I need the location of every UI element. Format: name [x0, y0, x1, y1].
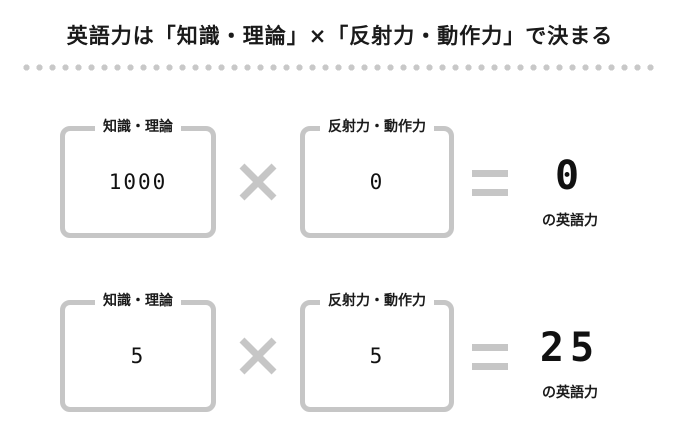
reflex-label: 反射力・動作力	[320, 290, 434, 310]
knowledge-value: 5	[130, 344, 146, 368]
knowledge-box: 知識・理論 5	[60, 290, 216, 412]
result-2: 25 の英語力	[510, 326, 630, 402]
multiply-icon	[239, 163, 277, 201]
result-value: 0	[554, 153, 586, 199]
equals-icon	[472, 170, 508, 196]
equals-icon	[472, 344, 508, 370]
result-unit-label: の英語力	[542, 385, 598, 401]
result-1: 0 の英語力	[510, 154, 630, 230]
knowledge-label: 知識・理論	[95, 116, 181, 136]
reflex-label: 反射力・動作力	[320, 116, 434, 136]
reflex-value: 5	[369, 344, 385, 368]
knowledge-box: 知識・理論 1000	[60, 116, 216, 238]
result-value: 25	[539, 325, 601, 371]
reflex-box: 反射力・動作力 5	[300, 290, 454, 412]
dotted-divider	[20, 64, 660, 71]
reflex-box: 反射力・動作力 0	[300, 116, 454, 238]
knowledge-label: 知識・理論	[95, 290, 181, 310]
result-unit-label: の英語力	[542, 213, 598, 229]
page-title: 英語力は「知識・理論」×「反射力・動作力」で決まる	[66, 24, 614, 48]
reflex-value: 0	[369, 170, 385, 194]
multiply-icon	[239, 337, 277, 375]
knowledge-value: 1000	[108, 170, 168, 194]
